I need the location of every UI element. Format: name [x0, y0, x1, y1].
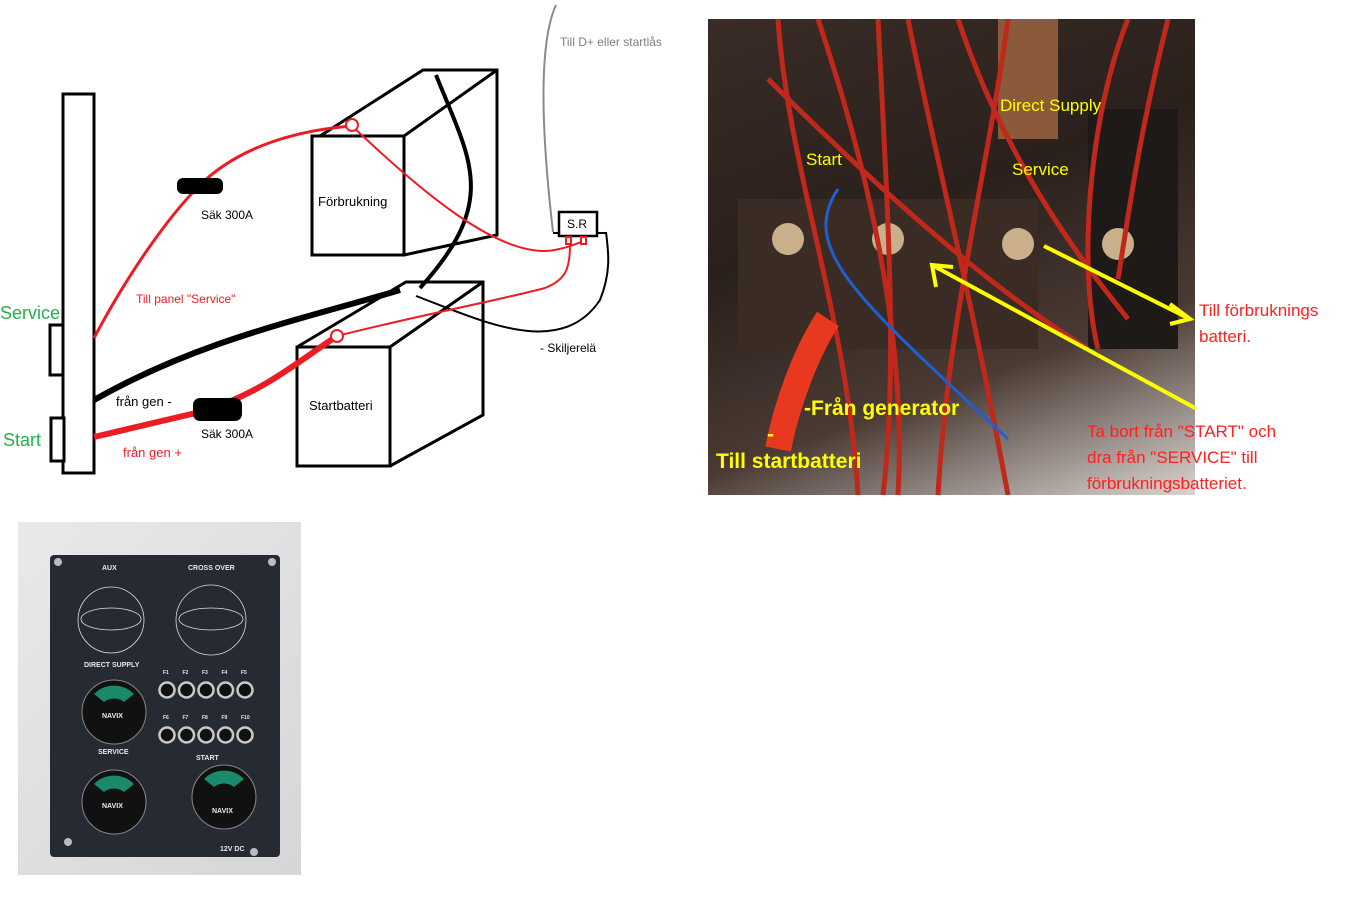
d-plus-wire [542, 4, 557, 233]
startbatteri-label: Startbatteri [309, 398, 373, 413]
fuse-label: F4 [221, 670, 228, 676]
fuse-bottom-label: Säk 300A [201, 427, 253, 441]
till-forbruknings-label: Till förbruknings batteri. [1199, 298, 1318, 350]
split-relay-box [557, 210, 599, 238]
till-startbatteri-dash: - [767, 423, 774, 446]
service-terminal-label: Service [1012, 160, 1069, 179]
note-line-3: förbrukningsbatteriet. [1087, 474, 1247, 493]
fuse-holder [216, 726, 235, 744]
wiring-photo-drawing [738, 19, 1195, 495]
voltage-label: 12V DC [220, 846, 245, 853]
aux-label: AUX [102, 565, 117, 572]
start-battery [295, 280, 485, 468]
fuse-label: F6 [163, 715, 169, 721]
skiljerela-ground-wire [415, 231, 610, 333]
startbatteri-terminal [330, 329, 344, 343]
fuse-top-label: Säk 300A [201, 208, 253, 222]
panel-drawing [50, 555, 280, 857]
wiring-photo: Direct Supply Start Service -Från genera… [708, 19, 1195, 495]
sr-label: S.R [567, 217, 587, 231]
note-line-1: Ta bort från "START" och [1087, 422, 1277, 441]
fuse-label: F2 [182, 670, 189, 676]
fuse-holder [197, 726, 215, 744]
forbrukning-battery [310, 68, 499, 257]
wiring-diagram: Service Start Förbrukning Startbatteri S… [0, 4, 662, 475]
navix-brand-3: NAVIX [212, 808, 233, 815]
note-line-2: dra från "SERVICE" till [1087, 448, 1258, 467]
fuse-label: F10 [241, 715, 250, 721]
fuse-holder [236, 726, 254, 744]
service-panel-label: SERVICE [98, 749, 129, 756]
fran-generator-label: -Från generator [804, 397, 960, 420]
skiljerela-label: - Skiljerelä [540, 341, 596, 355]
ground-wire-batteries [418, 74, 473, 290]
ground-wire-generator [92, 287, 401, 403]
service-switch-tab [48, 323, 65, 377]
direct-supply-panel-label: DIRECT SUPPLY [84, 662, 140, 669]
start-panel-label: START [196, 755, 219, 762]
start-switch-tab [49, 416, 66, 463]
forbrukning-terminal [345, 118, 359, 132]
till-d-plus-label: Till D+ eller startlås [560, 35, 662, 49]
instruction-note: Ta bort från "START" och dra från "SERVI… [1087, 419, 1276, 497]
fuse-holder [216, 681, 235, 699]
fuse-top [177, 178, 223, 194]
till-panel-service-label: Till panel "Service" [136, 292, 235, 306]
till-startbatteri-label: Till startbatteri [716, 450, 862, 473]
fuse-label: F1 [163, 670, 169, 676]
fran-gen-plus-label: från gen + [123, 445, 182, 460]
fuse-label: F7 [182, 715, 189, 721]
fuse-label: F3 [202, 670, 208, 676]
fuse-label: F5 [241, 670, 247, 676]
fuse-label: F9 [221, 715, 228, 721]
switch-panel-bar [61, 92, 96, 475]
fuse-bottom [193, 398, 242, 421]
till-forbruknings-line-1: Till förbruknings [1199, 301, 1319, 320]
fuse-holder [177, 681, 196, 699]
fuse-holder [236, 681, 254, 699]
forbrukning-to-sr-wire [351, 125, 586, 252]
start-terminal-label: Start [806, 150, 842, 169]
fuse-label: F8 [202, 715, 208, 721]
navix-brand-1: NAVIX [102, 713, 123, 720]
fuse-holder [158, 681, 176, 699]
start-label: Start [3, 430, 41, 450]
till-forbruknings-line-2: batteri. [1199, 327, 1251, 346]
fuse-holder [158, 726, 176, 744]
service-label: Service [0, 303, 60, 323]
startbatteri-to-sr-wire [336, 244, 571, 337]
fran-gen-minus-label: från gen - [116, 394, 172, 409]
navix-brand-2: NAVIX [102, 803, 123, 810]
fuse-holder [197, 681, 215, 699]
fuse-holder [177, 726, 196, 744]
forbrukning-label: Förbrukning [318, 194, 387, 209]
direct-supply-label: Direct Supply [1000, 96, 1102, 115]
cross-over-label: CROSS OVER [188, 565, 235, 572]
switch-panel-photo: AUX CROSS OVER DIRECT SUPPLY SERVICE STA… [18, 522, 301, 875]
